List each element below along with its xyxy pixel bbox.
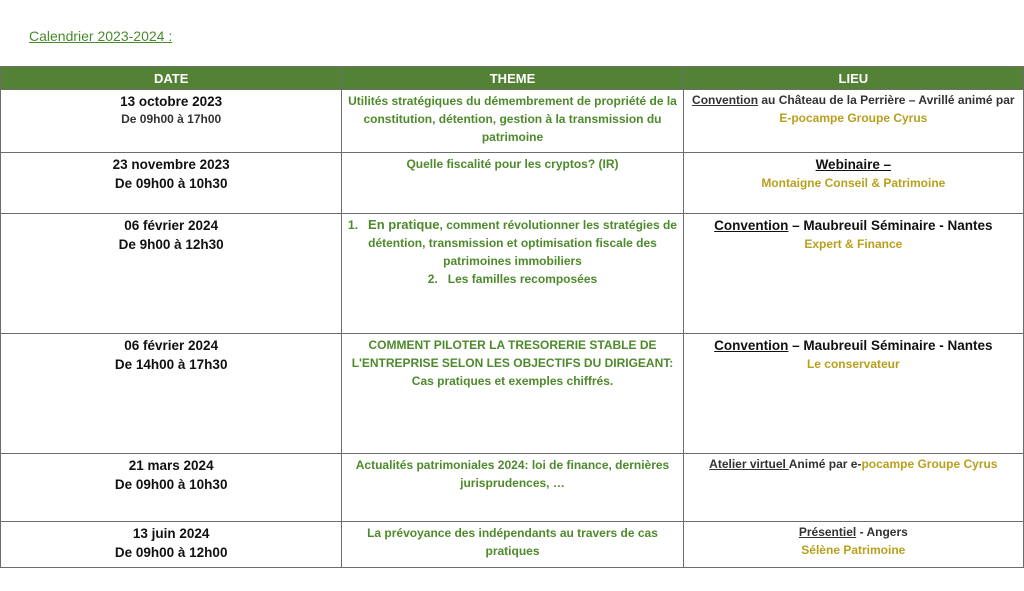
- theme-cell: 1.En pratique, comment révolutionner les…: [341, 213, 684, 334]
- event-time: De 9h00 à 12h30: [118, 237, 224, 252]
- theme-cell: Utilités stratégiques du démembrement de…: [341, 89, 684, 153]
- lieu-cell: Convention – Maubreuil Séminaire - Nante…: [682, 213, 1024, 334]
- lieu-cell: Convention au Château de la Perrière – A…: [682, 89, 1024, 153]
- event-time: De 14h00 à 17h30: [114, 357, 228, 372]
- event-theme: COMMENT PILOTER LA TRESORERIE STABLE DE …: [351, 338, 674, 388]
- event-venue: Animé par e-: [788, 457, 862, 471]
- event-organizer: pocampe Groupe Cyrus: [861, 457, 998, 471]
- event-theme: Actualités patrimoniales 2024: loi de fi…: [355, 458, 670, 490]
- lieu-cell: Webinaire – Montaigne Conseil & Patrimoi…: [682, 152, 1024, 214]
- theme-lead: En pratique: [368, 217, 440, 232]
- table-row: 06 février 2024 De 9h00 à 12h30 1.En pra…: [0, 213, 1024, 334]
- theme-list-item: 2.Les familles recomposées: [427, 272, 598, 286]
- table-row: 13 juin 2024 De 09h00 à 12h00 La prévoya…: [0, 521, 1024, 568]
- event-date: 21 mars 2024: [128, 458, 214, 473]
- event-venue: au Château de la Perrière – Avrillé anim…: [758, 93, 1015, 107]
- event-venue: – Maubreuil Séminaire - Nantes: [788, 218, 993, 233]
- event-type: Convention: [692, 93, 759, 107]
- event-organizer: Expert & Finance: [804, 237, 903, 251]
- event-date: 06 février 2024: [124, 218, 219, 233]
- event-time: De 09h00 à 17h00: [121, 112, 222, 126]
- event-type: Présentiel: [798, 525, 857, 539]
- event-date: 23 novembre 2023: [112, 157, 230, 172]
- event-date: 13 juin 2024: [132, 526, 210, 541]
- event-type: Convention: [714, 218, 789, 233]
- table-header-row: DATE THEME LIEU: [0, 66, 1024, 90]
- header-date: DATE: [0, 66, 343, 90]
- theme-cell: Actualités patrimoniales 2024: loi de fi…: [341, 453, 684, 522]
- event-type: Webinaire –: [815, 157, 892, 172]
- lieu-cell: Atelier virtuel Animé par e-pocampe Grou…: [682, 453, 1024, 522]
- event-organizer: Le conservateur: [806, 357, 900, 371]
- event-organizer: E-pocampe Groupe Cyrus: [779, 111, 928, 125]
- date-cell: 06 février 2024 De 9h00 à 12h30: [0, 213, 343, 334]
- lieu-cell: Présentiel - Angers Sélène Patrimoine: [682, 521, 1024, 568]
- event-lieu: Présentiel - Angers: [688, 524, 1019, 541]
- table-row: 21 mars 2024 De 09h00 à 10h30 Actualités…: [0, 453, 1024, 522]
- date-cell: 23 novembre 2023 De 09h00 à 10h30: [0, 152, 343, 214]
- event-theme: Utilités stratégiques du démembrement de…: [348, 94, 677, 144]
- theme-cell: Quelle fiscalité pour les cryptos? (IR): [341, 152, 684, 214]
- event-organizer: Montaigne Conseil & Patrimoine: [761, 176, 946, 190]
- event-date: 06 février 2024: [124, 338, 219, 353]
- theme-list: 1.En pratique, comment révolutionner les…: [346, 216, 678, 288]
- event-theme: La prévoyance des indépendants au traver…: [367, 526, 658, 558]
- table-row: 23 novembre 2023 De 09h00 à 10h30 Quelle…: [0, 152, 1024, 214]
- lieu-cell: Convention – Maubreuil Séminaire - Nante…: [682, 333, 1024, 454]
- theme-cell: COMMENT PILOTER LA TRESORERIE STABLE DE …: [341, 333, 684, 454]
- event-venue: – Maubreuil Séminaire - Nantes: [788, 338, 993, 353]
- event-theme: Quelle fiscalité pour les cryptos? (IR): [406, 157, 619, 171]
- event-lieu: Convention – Maubreuil Séminaire - Nante…: [688, 336, 1019, 355]
- event-type: Atelier virtuel: [709, 457, 789, 471]
- theme-list-item: 1.En pratique, comment révolutionner les…: [348, 217, 677, 268]
- header-theme: THEME: [341, 66, 684, 90]
- event-lieu: Atelier virtuel Animé par e-pocampe Grou…: [688, 456, 1019, 473]
- event-time: De 09h00 à 10h30: [114, 176, 228, 191]
- table-row: 13 octobre 2023 De 09h00 à 17h00 Utilité…: [0, 89, 1024, 153]
- date-cell: 13 juin 2024 De 09h00 à 12h00: [0, 521, 343, 568]
- event-date: 13 octobre 2023: [120, 94, 223, 109]
- table-row: 06 février 2024 De 14h00 à 17h30 COMMENT…: [0, 333, 1024, 454]
- event-type: Convention: [714, 338, 789, 353]
- date-cell: 06 février 2024 De 14h00 à 17h30: [0, 333, 343, 454]
- event-venue: - Angers: [856, 525, 908, 539]
- header-lieu: LIEU: [682, 66, 1024, 90]
- theme-cell: La prévoyance des indépendants au traver…: [341, 521, 684, 568]
- event-time: De 09h00 à 10h30: [114, 477, 228, 492]
- event-lieu: Convention – Maubreuil Séminaire - Nante…: [688, 216, 1019, 235]
- calendar-caption: Calendrier 2023-2024 :: [29, 28, 173, 44]
- event-organizer: Sélène Patrimoine: [801, 543, 906, 557]
- event-lieu: Convention au Château de la Perrière – A…: [688, 92, 1019, 109]
- calendar-table: DATE THEME LIEU 13 octobre 2023 De 09h00…: [0, 66, 1024, 568]
- event-time: De 09h00 à 12h00: [114, 545, 228, 560]
- date-cell: 13 octobre 2023 De 09h00 à 17h00: [0, 89, 343, 153]
- date-cell: 21 mars 2024 De 09h00 à 10h30: [0, 453, 343, 522]
